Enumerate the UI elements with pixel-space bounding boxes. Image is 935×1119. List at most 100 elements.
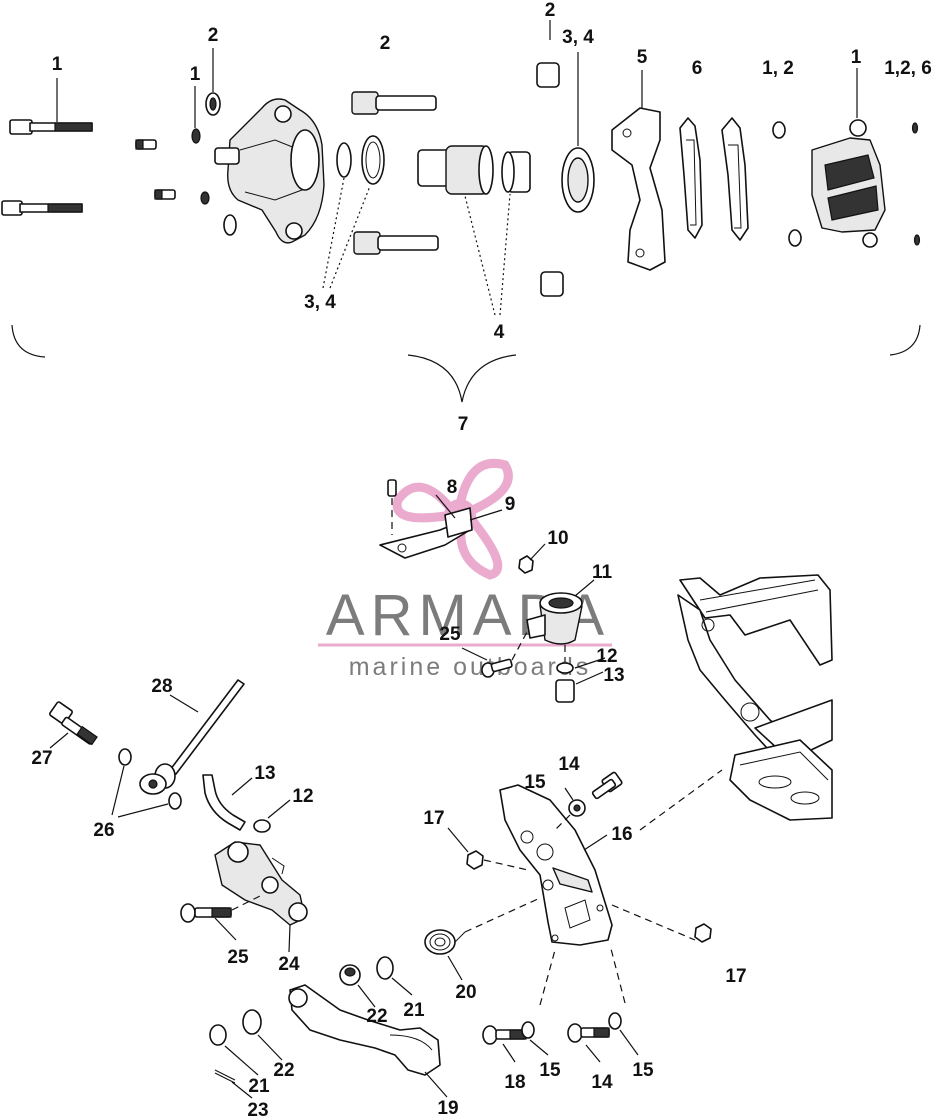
hose-clamp-12-top — [556, 662, 574, 674]
callout-14: 14 — [591, 1072, 613, 1093]
callout-26: 26 — [93, 820, 114, 841]
callout-12: 12 — [292, 786, 313, 807]
armada-watermark: ARMADA marine outboards — [318, 459, 612, 681]
bolt-long-bottom — [1, 200, 83, 216]
washer-15-lower-right — [608, 1012, 622, 1030]
bleeder-fitting-a — [135, 139, 157, 150]
piston-cup — [501, 151, 531, 193]
screw-8 — [387, 479, 397, 535]
hose-13-lower — [202, 774, 246, 831]
nut-10 — [518, 555, 534, 574]
screw-25-top — [481, 658, 513, 678]
callout-1-2-6: 1,2, 6 — [884, 58, 932, 79]
o-ring-small-b — [200, 191, 210, 205]
callout-22: 22 — [273, 1060, 294, 1081]
brake-pad-outer — [679, 117, 703, 239]
reservoir-11 — [526, 592, 583, 645]
bolt-14-upper — [591, 771, 623, 800]
clip-top — [911, 122, 919, 134]
brake-pedal-19 — [288, 984, 441, 1076]
callout-12: 12 — [596, 646, 617, 667]
pin-boot-bottom — [788, 229, 802, 247]
group-brace-right — [889, 324, 921, 356]
washer-26-b — [168, 792, 182, 810]
washer-26-a — [118, 748, 132, 766]
vehicle-frame — [639, 574, 833, 831]
bushing-22-upper — [339, 964, 361, 986]
caliper-housing-inner — [214, 98, 325, 244]
callout-14: 14 — [558, 754, 580, 775]
piston-dust-seal — [336, 142, 352, 178]
push-rod-28 — [139, 679, 245, 795]
washer-small — [223, 214, 237, 236]
washer-15-lower-left — [521, 1021, 535, 1039]
callout-17: 17 — [423, 808, 444, 829]
callout-3-4: 3, 4 — [304, 292, 336, 313]
callout-3-4: 3, 4 — [562, 27, 594, 48]
piston-seal — [361, 135, 385, 185]
callout-17: 17 — [725, 966, 746, 987]
washer-21-lower — [209, 1024, 227, 1046]
master-cylinder-24 — [214, 841, 308, 926]
caliper-assembly: 1 2 1 2 2 3, 4 5 6 1, 2 1 1,2, 6 3, 4 4 … — [1, 0, 932, 435]
callout-6: 6 — [692, 58, 703, 79]
cotter-pin-23 — [214, 1069, 236, 1084]
callout-9: 9 — [505, 494, 516, 515]
callout-7: 7 — [458, 414, 469, 435]
watermark-tagline: marine outboards — [349, 653, 592, 681]
clip-bottom — [913, 234, 921, 246]
group-brace-center — [407, 354, 517, 403]
callout-10: 10 — [547, 528, 568, 549]
reservoir-bracket-9 — [379, 507, 473, 559]
bolt-14-lower — [567, 1023, 610, 1043]
callout-15: 15 — [632, 1060, 654, 1081]
guide-pin-bottom — [353, 231, 439, 255]
return-spring-20 — [424, 929, 466, 955]
caliper-piston-bore-ring — [561, 147, 595, 213]
callout-24: 24 — [278, 954, 300, 975]
bolt-18 — [482, 1025, 527, 1045]
callout-25: 25 — [227, 947, 249, 968]
bushing-top — [536, 62, 560, 88]
callout-1: 1 — [190, 64, 201, 85]
washer-21-upper — [376, 956, 394, 980]
callout-21: 21 — [248, 1076, 270, 1097]
guide-pin-top — [351, 91, 437, 115]
caliper-bracket — [611, 107, 666, 271]
callout-1-2: 1, 2 — [762, 58, 794, 79]
callout-2: 2 — [380, 33, 391, 54]
callout-13: 13 — [603, 665, 624, 686]
washer-22-lower — [242, 1009, 262, 1035]
group-brace-left — [11, 324, 46, 358]
callout-28: 28 — [151, 676, 172, 697]
callout-15: 15 — [539, 1060, 561, 1081]
callout-25: 25 — [439, 624, 461, 645]
callout-18: 18 — [504, 1072, 525, 1093]
bolt-long-top — [9, 119, 93, 135]
hose-clamp-12-lower — [253, 819, 271, 833]
master-cylinder-assembly: 8 9 10 11 25 12 13 28 27 26 13 12 14 15 … — [31, 477, 746, 1119]
callout-5: 5 — [637, 47, 648, 68]
callout-1: 1 — [52, 54, 63, 75]
piston-stepped — [417, 145, 494, 195]
callout-11: 11 — [592, 562, 613, 583]
callout-4: 4 — [494, 322, 505, 343]
screw-25-lower — [180, 903, 232, 923]
pin-boot-top — [772, 121, 786, 139]
callout-1: 1 — [851, 47, 862, 68]
callout-2: 2 — [545, 0, 556, 21]
callout-21: 21 — [403, 1000, 425, 1021]
o-ring-small-a — [191, 128, 201, 144]
callout-20: 20 — [455, 982, 476, 1003]
brake-pad-inner — [721, 117, 749, 241]
caliper-housing-outer — [811, 119, 886, 248]
callout-27: 27 — [31, 748, 52, 769]
bleeder-fitting-b — [154, 189, 176, 200]
callout-8: 8 — [447, 477, 458, 498]
callout-2: 2 — [208, 25, 219, 46]
bushing-bottom — [540, 271, 564, 297]
nut-17-left — [466, 850, 484, 870]
callout-13: 13 — [254, 763, 275, 784]
callout-16: 16 — [611, 824, 632, 845]
